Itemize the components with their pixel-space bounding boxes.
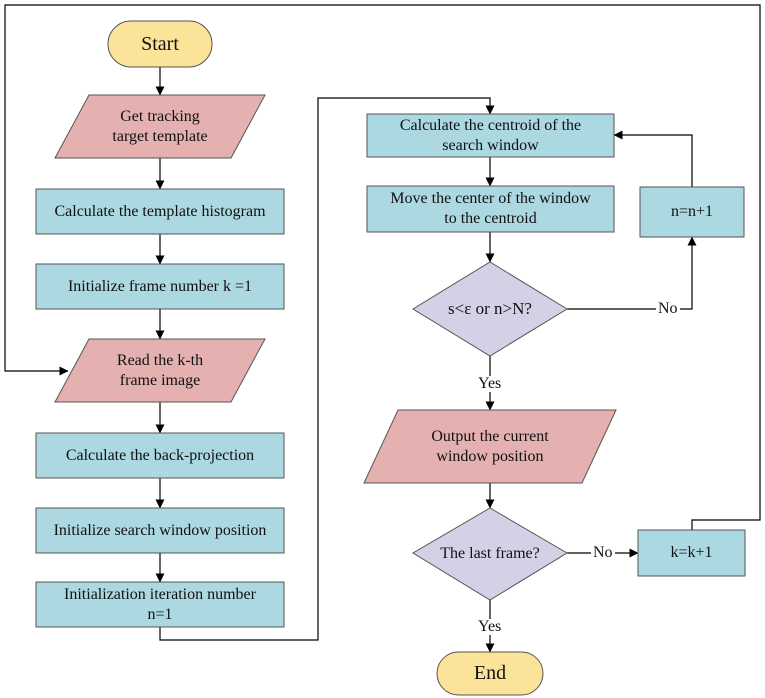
start-terminal <box>107 20 213 68</box>
convergence-no-label: No <box>656 300 680 317</box>
edge-nincrement-to-centroid <box>613 130 693 187</box>
get-template-io <box>54 94 266 159</box>
convergence-yes-label: Yes <box>476 375 504 392</box>
k-increment-process <box>637 529 746 577</box>
last-frame-no-label: No <box>591 544 615 561</box>
init-frame-process <box>35 263 285 310</box>
move-center-process <box>366 185 615 233</box>
edge-inititeration-to-centroid <box>159 97 495 641</box>
calc-histogram-process <box>35 188 285 235</box>
last-frame-decision <box>412 507 568 601</box>
edge-convergence-no-to-nincrement <box>567 236 697 310</box>
init-window-process <box>35 507 285 554</box>
init-iteration-process <box>35 581 285 628</box>
output-position-io <box>363 409 617 484</box>
n-increment-process <box>639 186 745 238</box>
last-frame-yes-label: Yes <box>476 618 504 635</box>
calc-centroid-process <box>366 113 615 158</box>
read-frame-io <box>54 338 266 403</box>
end-terminal <box>436 651 544 696</box>
back-projection-process <box>35 432 285 479</box>
convergence-decision <box>412 261 568 357</box>
edge-kincrement-to-readframe <box>4 4 761 530</box>
